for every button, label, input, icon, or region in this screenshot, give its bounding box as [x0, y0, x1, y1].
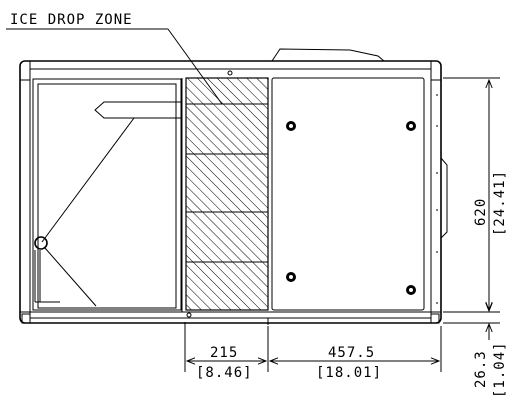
dim-height-main-in: [24.41] — [492, 170, 506, 236]
ice-drop-zone-callout: ICE DROP ZONE — [6, 12, 223, 105]
base-feet — [21, 313, 440, 325]
right-panel — [271, 77, 425, 311]
ice-drop-zone-area — [181, 77, 269, 318]
mounting-hole-icon — [286, 272, 296, 282]
mounting-hole-icon — [286, 121, 296, 131]
dimension-height-main: 620 [24.41] — [443, 77, 506, 313]
dimension-width-right: 457.5 [18.01] — [270, 326, 442, 381]
dimension-height-base: 26.3 [1.04] — [443, 296, 506, 398]
top-cover — [271, 48, 385, 62]
dim-height-base-mm: 26.3 — [473, 350, 489, 388]
machine-body — [19, 60, 448, 324]
dimension-width-left: 215 [8.46] — [184, 322, 269, 381]
ice-drop-zone-label: ICE DROP ZONE — [10, 12, 133, 28]
dim-height-base-in: [1.04] — [492, 341, 506, 398]
dim-width-right-in: [18.01] — [316, 365, 382, 381]
dim-width-left-in: [8.46] — [196, 365, 253, 381]
mounting-hole-icon — [406, 285, 416, 295]
dim-height-main-mm: 620 — [473, 198, 489, 226]
dim-width-left-mm: 215 — [210, 345, 238, 361]
mounting-hole-icon — [406, 121, 416, 131]
dim-width-right-mm: 457.5 — [328, 345, 375, 361]
bin-section — [32, 78, 182, 311]
